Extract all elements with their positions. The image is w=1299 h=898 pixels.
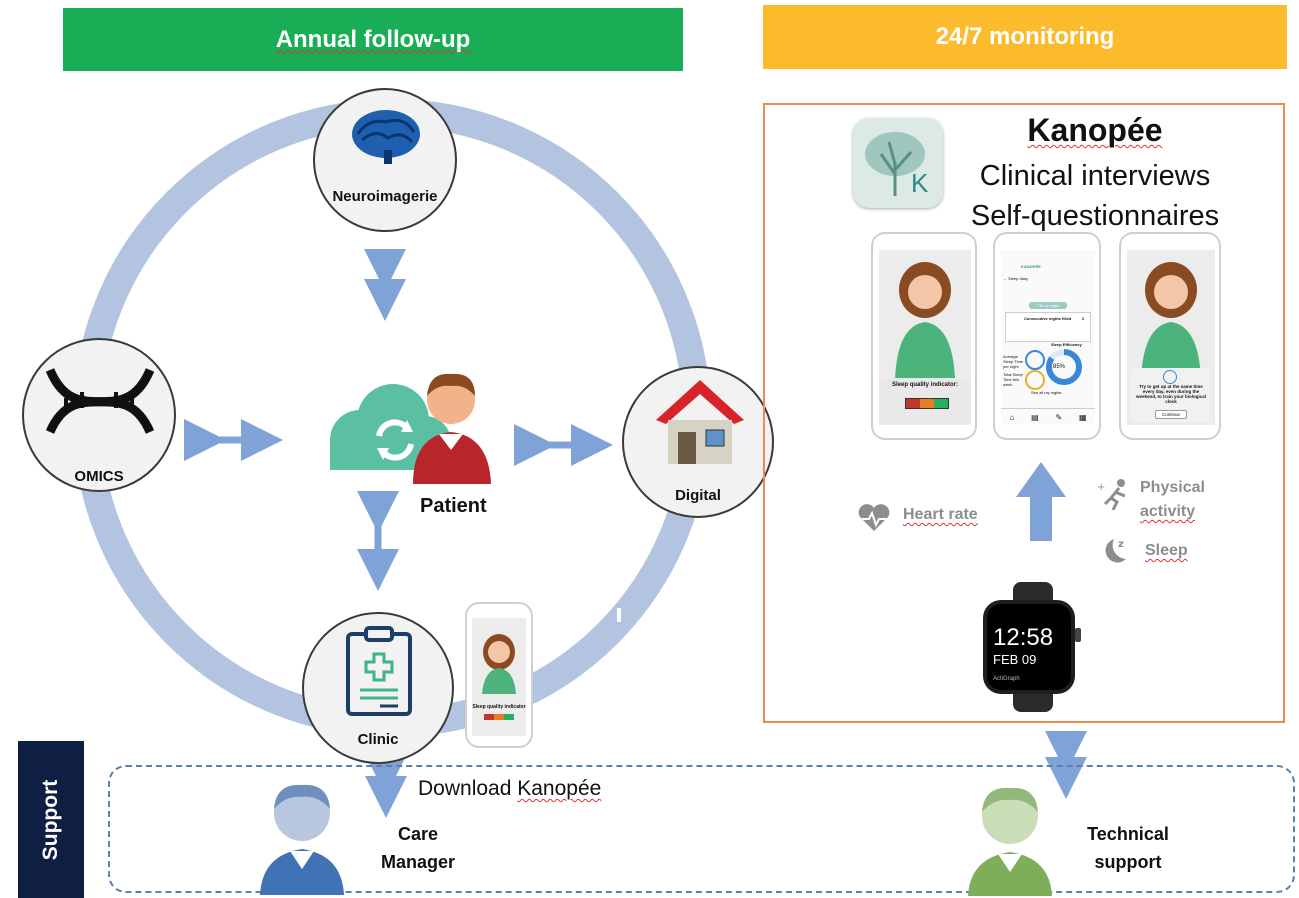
small-indicator-label: Sleep quality indicator (472, 704, 526, 710)
advice-text: Try to get up at the same time every day… (1135, 384, 1206, 404)
fill-night-button[interactable]: Fill my night (1029, 302, 1067, 309)
phone-sleep-diary: KANOPÉE ← Sleep diary Fill my night Cons… (993, 232, 1101, 440)
kanopee-logo: K (853, 118, 943, 208)
support-area (108, 765, 1295, 893)
edit-icon[interactable]: ✎ (1055, 413, 1063, 422)
physical-activity-label: Physical activity (1140, 476, 1205, 524)
watch-brand: ActiGraph (993, 676, 1020, 682)
clock-icon (1163, 370, 1177, 384)
care-manager-label: Care Manager (370, 820, 466, 876)
home-icon[interactable]: ⌂ (1009, 413, 1015, 422)
physical-activity-line2: activity (1140, 503, 1196, 520)
self-questionnaires-text: Self-questionnaires (970, 200, 1220, 232)
support-label: Support (39, 779, 62, 860)
heart-rate-icon (858, 504, 890, 531)
consecutive-value: 2 (1082, 316, 1085, 321)
avatar-icon (895, 262, 955, 380)
watch-screen: 12:58 FEB 09 ActiGraph (987, 604, 1071, 690)
digital-node: Digital (622, 366, 774, 518)
download-app-name: Kanopée (517, 777, 602, 800)
efficiency-label: Sleep Efficiency (1051, 342, 1082, 347)
logo-letter: K (911, 168, 929, 198)
smartwatch: 12:58 FEB 09 ActiGraph (983, 582, 1083, 712)
clinic-node: Clinic (302, 612, 454, 764)
small-quality-bar (484, 714, 514, 720)
tree-icon (865, 132, 925, 196)
patient-icon (330, 373, 491, 484)
physical-activity-line1: Physical (1140, 479, 1205, 496)
sleep-quality-bar (905, 398, 949, 409)
heart-rate-label: Heart rate (903, 506, 978, 523)
technical-support-icon (968, 787, 1052, 896)
svg-text:+: + (1097, 482, 1105, 493)
monitoring-title: 24/7 monitoring (935, 23, 1115, 50)
monitoring-banner: 24/7 monitoring (763, 5, 1287, 69)
watch-date: FEB 09 (993, 652, 1037, 667)
watch-to-app-arrow (1016, 462, 1066, 541)
stats-icon[interactable]: ▦ (1079, 413, 1087, 422)
neuroimagerie-node: Neuroimagerie (313, 88, 457, 232)
person-icon (413, 373, 491, 484)
brain-icon (352, 110, 420, 164)
house-icon (656, 380, 744, 464)
annual-follow-up-title: Annual follow-up (275, 25, 471, 53)
omics-node: OMICS (22, 338, 176, 492)
digital-label: Digital (675, 487, 721, 504)
efficiency-ring (1046, 349, 1082, 385)
avatar-icon (1141, 262, 1201, 380)
kanopee-title: Kanopée (995, 112, 1195, 149)
svg-text:z: z (1118, 539, 1124, 550)
phone-sleep-advice: Try to get up at the same time every day… (1119, 232, 1221, 440)
efficiency-value: 85% (1053, 364, 1066, 370)
running-icon: + (1097, 479, 1126, 510)
clipboard-icon (346, 626, 412, 716)
app-brand: KANOPÉE (1021, 264, 1041, 269)
care-manager-line1: Care (397, 824, 439, 844)
back-link[interactable]: ← Sleep diary (1003, 276, 1029, 281)
omics-label: OMICS (74, 468, 124, 485)
phone-sleep-indicator: Sleep quality indicator: (871, 232, 977, 440)
avg-sleep-label: Average Sleep Time per night (1003, 354, 1024, 369)
sleep-icon: z (1105, 539, 1126, 563)
download-prefix: Download (418, 777, 518, 800)
avatar-icon (482, 634, 516, 694)
total-sleep-label: Total Sleep Time this week (1003, 372, 1023, 387)
link-arrows (184, 249, 1087, 818)
small-phone-screen: Sleep quality indicator (472, 618, 526, 736)
watch-time: 12:58 (993, 624, 1054, 651)
annual-follow-up-banner: Annual follow-up (63, 8, 683, 71)
neuroimagerie-label: Neuroimagerie (332, 188, 438, 205)
small-phone: Sleep quality indicator (465, 602, 533, 748)
technical-support-label: Technical support (1070, 820, 1186, 876)
diary-icon[interactable]: ▤ (1031, 413, 1039, 422)
sleep-label: Sleep (1145, 542, 1188, 559)
phone-1-screen: Sleep quality indicator: (879, 250, 971, 425)
clinic-label: Clinic (357, 731, 399, 748)
support-tab: Support (18, 741, 84, 898)
watch-crown[interactable] (1075, 628, 1081, 642)
care-manager-icon (260, 784, 344, 895)
technical-support-line1: Technical (1087, 824, 1169, 844)
consecutive-label: Consecutive nights filled (1024, 316, 1072, 321)
download-kanopee-text: Download Kanopée (418, 777, 601, 801)
technical-support-line2: support (1094, 852, 1162, 872)
dna-icon (46, 368, 154, 434)
continue-button[interactable]: Continue (1155, 410, 1187, 419)
care-manager-line2: Manager (380, 852, 456, 872)
phone-3-screen: Try to get up at the same time every day… (1127, 250, 1215, 425)
app-tabbar: ⌂ ▤ ✎ ▦ (1001, 408, 1095, 426)
patient-label: Patient (420, 495, 487, 517)
back-label: Sleep diary (1008, 276, 1029, 281)
see-all-nights-link[interactable]: See all my nights (1031, 390, 1062, 395)
clinical-interviews-text: Clinical interviews (979, 160, 1211, 192)
phone-2-screen: KANOPÉE ← Sleep diary Fill my night Cons… (1001, 250, 1095, 425)
sleep-indicator-label: Sleep quality indicator: (891, 382, 958, 388)
kanopee-panel (763, 103, 1285, 723)
kanopee-title-text: Kanopée (1027, 112, 1163, 148)
